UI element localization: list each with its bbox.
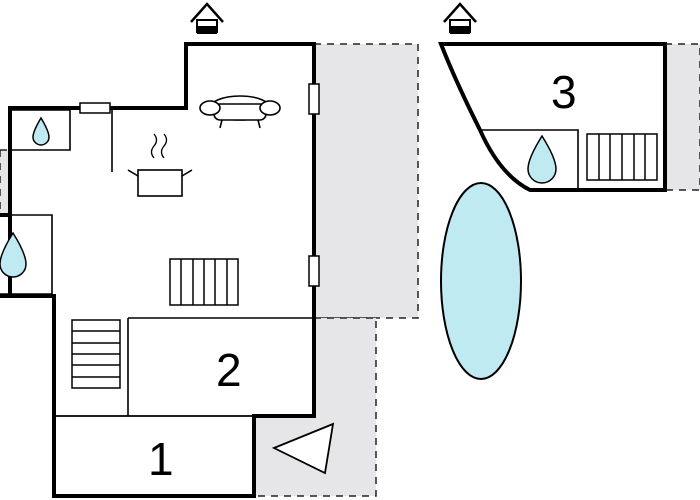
small-bath-wall — [12, 109, 71, 151]
entrance-house-icon — [190, 2, 224, 34]
windows — [79, 83, 320, 287]
main-building-outline — [8, 42, 316, 498]
radiator-icon — [169, 258, 239, 306]
terrace-right-building — [664, 43, 700, 191]
cooking-pot-icon — [127, 133, 193, 197]
entrance-house-icon — [443, 2, 477, 34]
right-building — [438, 42, 667, 192]
sofa-icon — [199, 95, 281, 129]
water-drop-icon — [0, 231, 27, 278]
window-icon — [79, 102, 111, 114]
water-drop-icon — [32, 116, 50, 146]
room-number-1: 1 — [148, 433, 174, 485]
right-building-outline — [438, 42, 667, 192]
room-number-3: 3 — [551, 66, 577, 118]
window-icon — [308, 255, 320, 287]
room-number-2: 2 — [216, 344, 242, 396]
terrace-left-edge — [0, 149, 11, 216]
pool — [440, 182, 522, 380]
terrace-triangle-icon — [271, 422, 335, 475]
outdoor-areas — [0, 43, 700, 497]
right-building-inner-wall — [481, 129, 579, 188]
main-building — [0, 42, 316, 498]
stairs-icon — [71, 319, 121, 389]
terrace-right-of-main — [313, 43, 419, 319]
left-bump-inner — [0, 214, 53, 295]
water-drop-icon — [527, 134, 557, 184]
window-icon — [308, 83, 320, 115]
radiator-icon — [586, 133, 658, 181]
